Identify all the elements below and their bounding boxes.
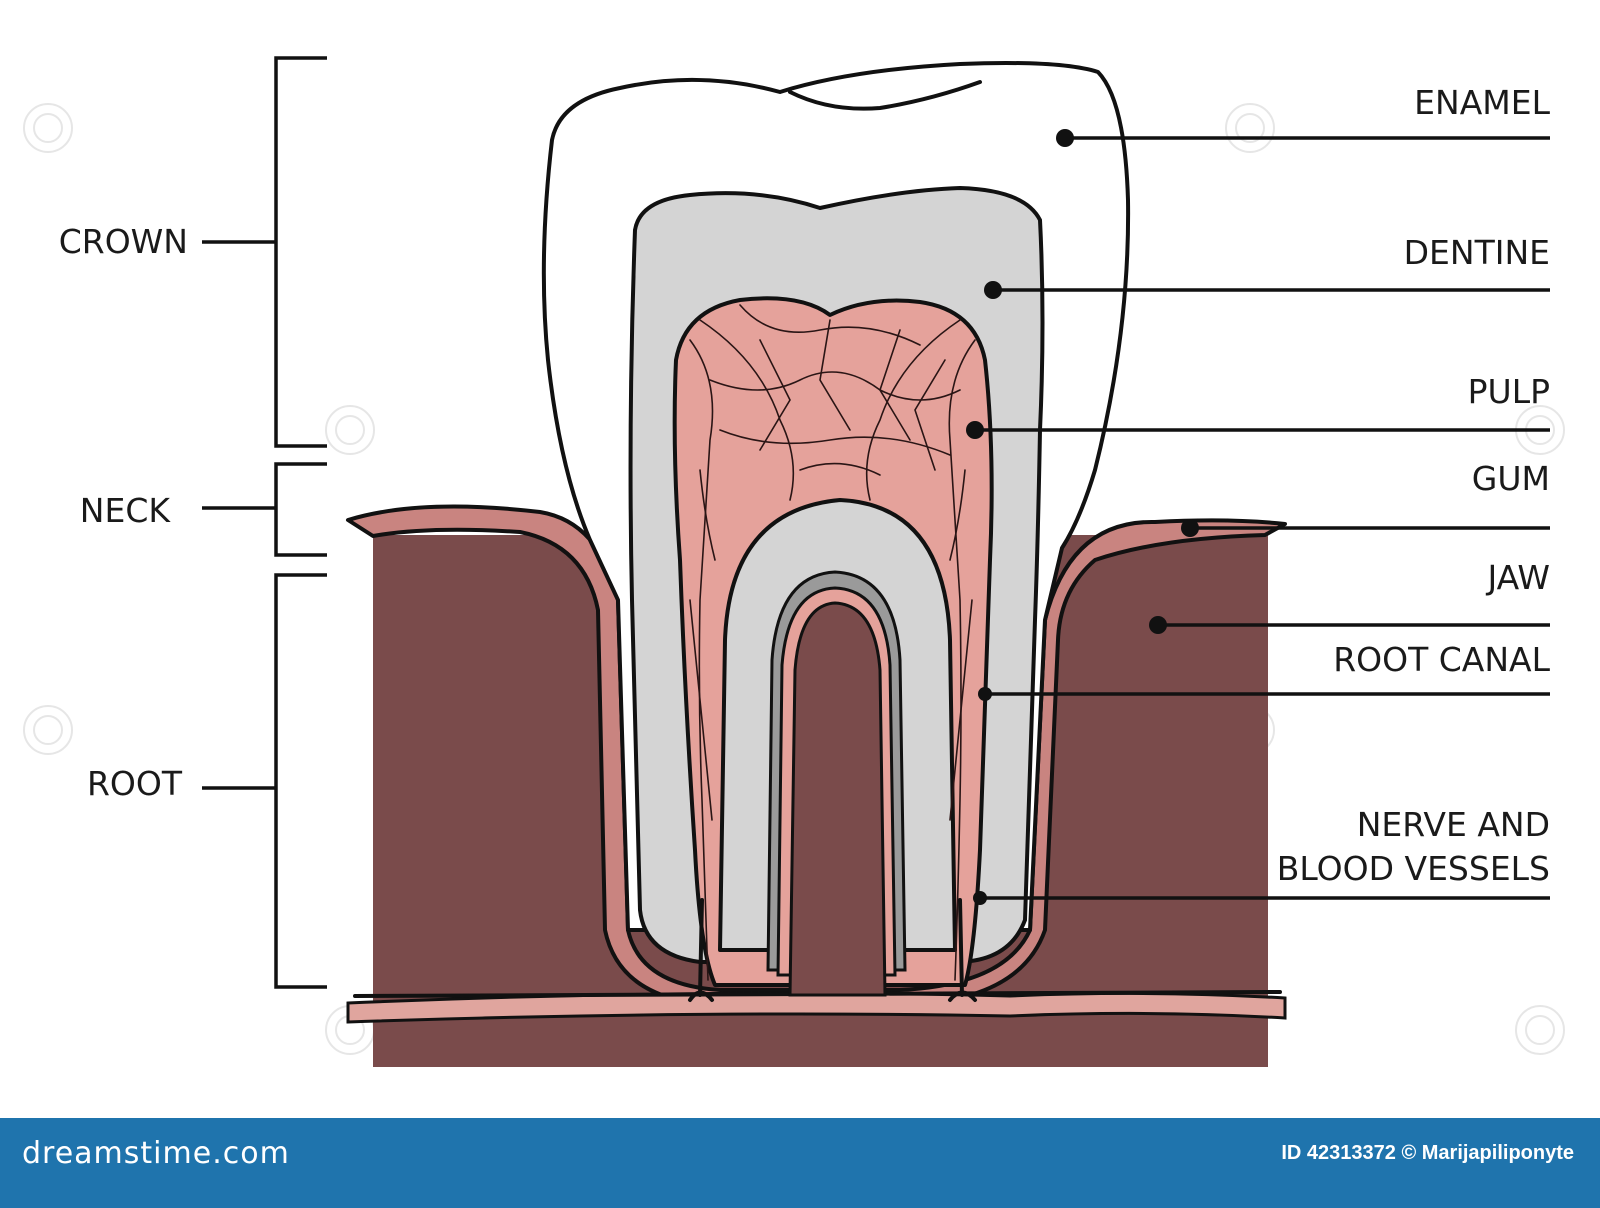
leader-dentine bbox=[984, 281, 1550, 299]
label-jaw: JAW bbox=[1485, 558, 1550, 597]
label-gum: GUM bbox=[1472, 459, 1550, 498]
label-enamel: ENAMEL bbox=[1414, 83, 1550, 122]
label-dentine: DENTINE bbox=[1404, 233, 1550, 272]
bracket-neck bbox=[202, 462, 327, 557]
leader-gum bbox=[1181, 519, 1550, 537]
label-nerve-line1: NERVE AND bbox=[1357, 805, 1550, 844]
label-root-canal: ROOT CANAL bbox=[1333, 640, 1550, 679]
pulp-veins bbox=[689, 304, 976, 981]
inter-root-bone bbox=[788, 601, 887, 997]
footer-image-credit: ID 42313372 © Marijapiliponyte bbox=[1281, 1142, 1574, 1164]
footer-brand-logo[interactable]: dreamstime.com bbox=[22, 1136, 290, 1171]
label-nerve-line2: BLOOD VESSELS bbox=[1277, 849, 1550, 888]
tooth-anatomy-diagram: CROWN NECK ROOT ENAMEL DENTINE PULP GUM … bbox=[23, 56, 1565, 1067]
leader-jaw bbox=[1149, 616, 1550, 634]
leader-nerve bbox=[973, 891, 1550, 905]
leader-pulp bbox=[966, 421, 1550, 439]
bracket-crown bbox=[202, 56, 327, 448]
label-pulp: PULP bbox=[1468, 372, 1550, 411]
leader-enamel bbox=[1056, 129, 1550, 147]
label-root: ROOT bbox=[87, 764, 183, 803]
watermark-footer-bar: dreamstime.com ID 42313372 © Marijapilip… bbox=[0, 1118, 1600, 1208]
label-neck: NECK bbox=[80, 491, 172, 530]
bracket-root bbox=[202, 573, 327, 989]
leader-root-canal bbox=[978, 687, 1550, 701]
label-crown: CROWN bbox=[59, 222, 188, 261]
